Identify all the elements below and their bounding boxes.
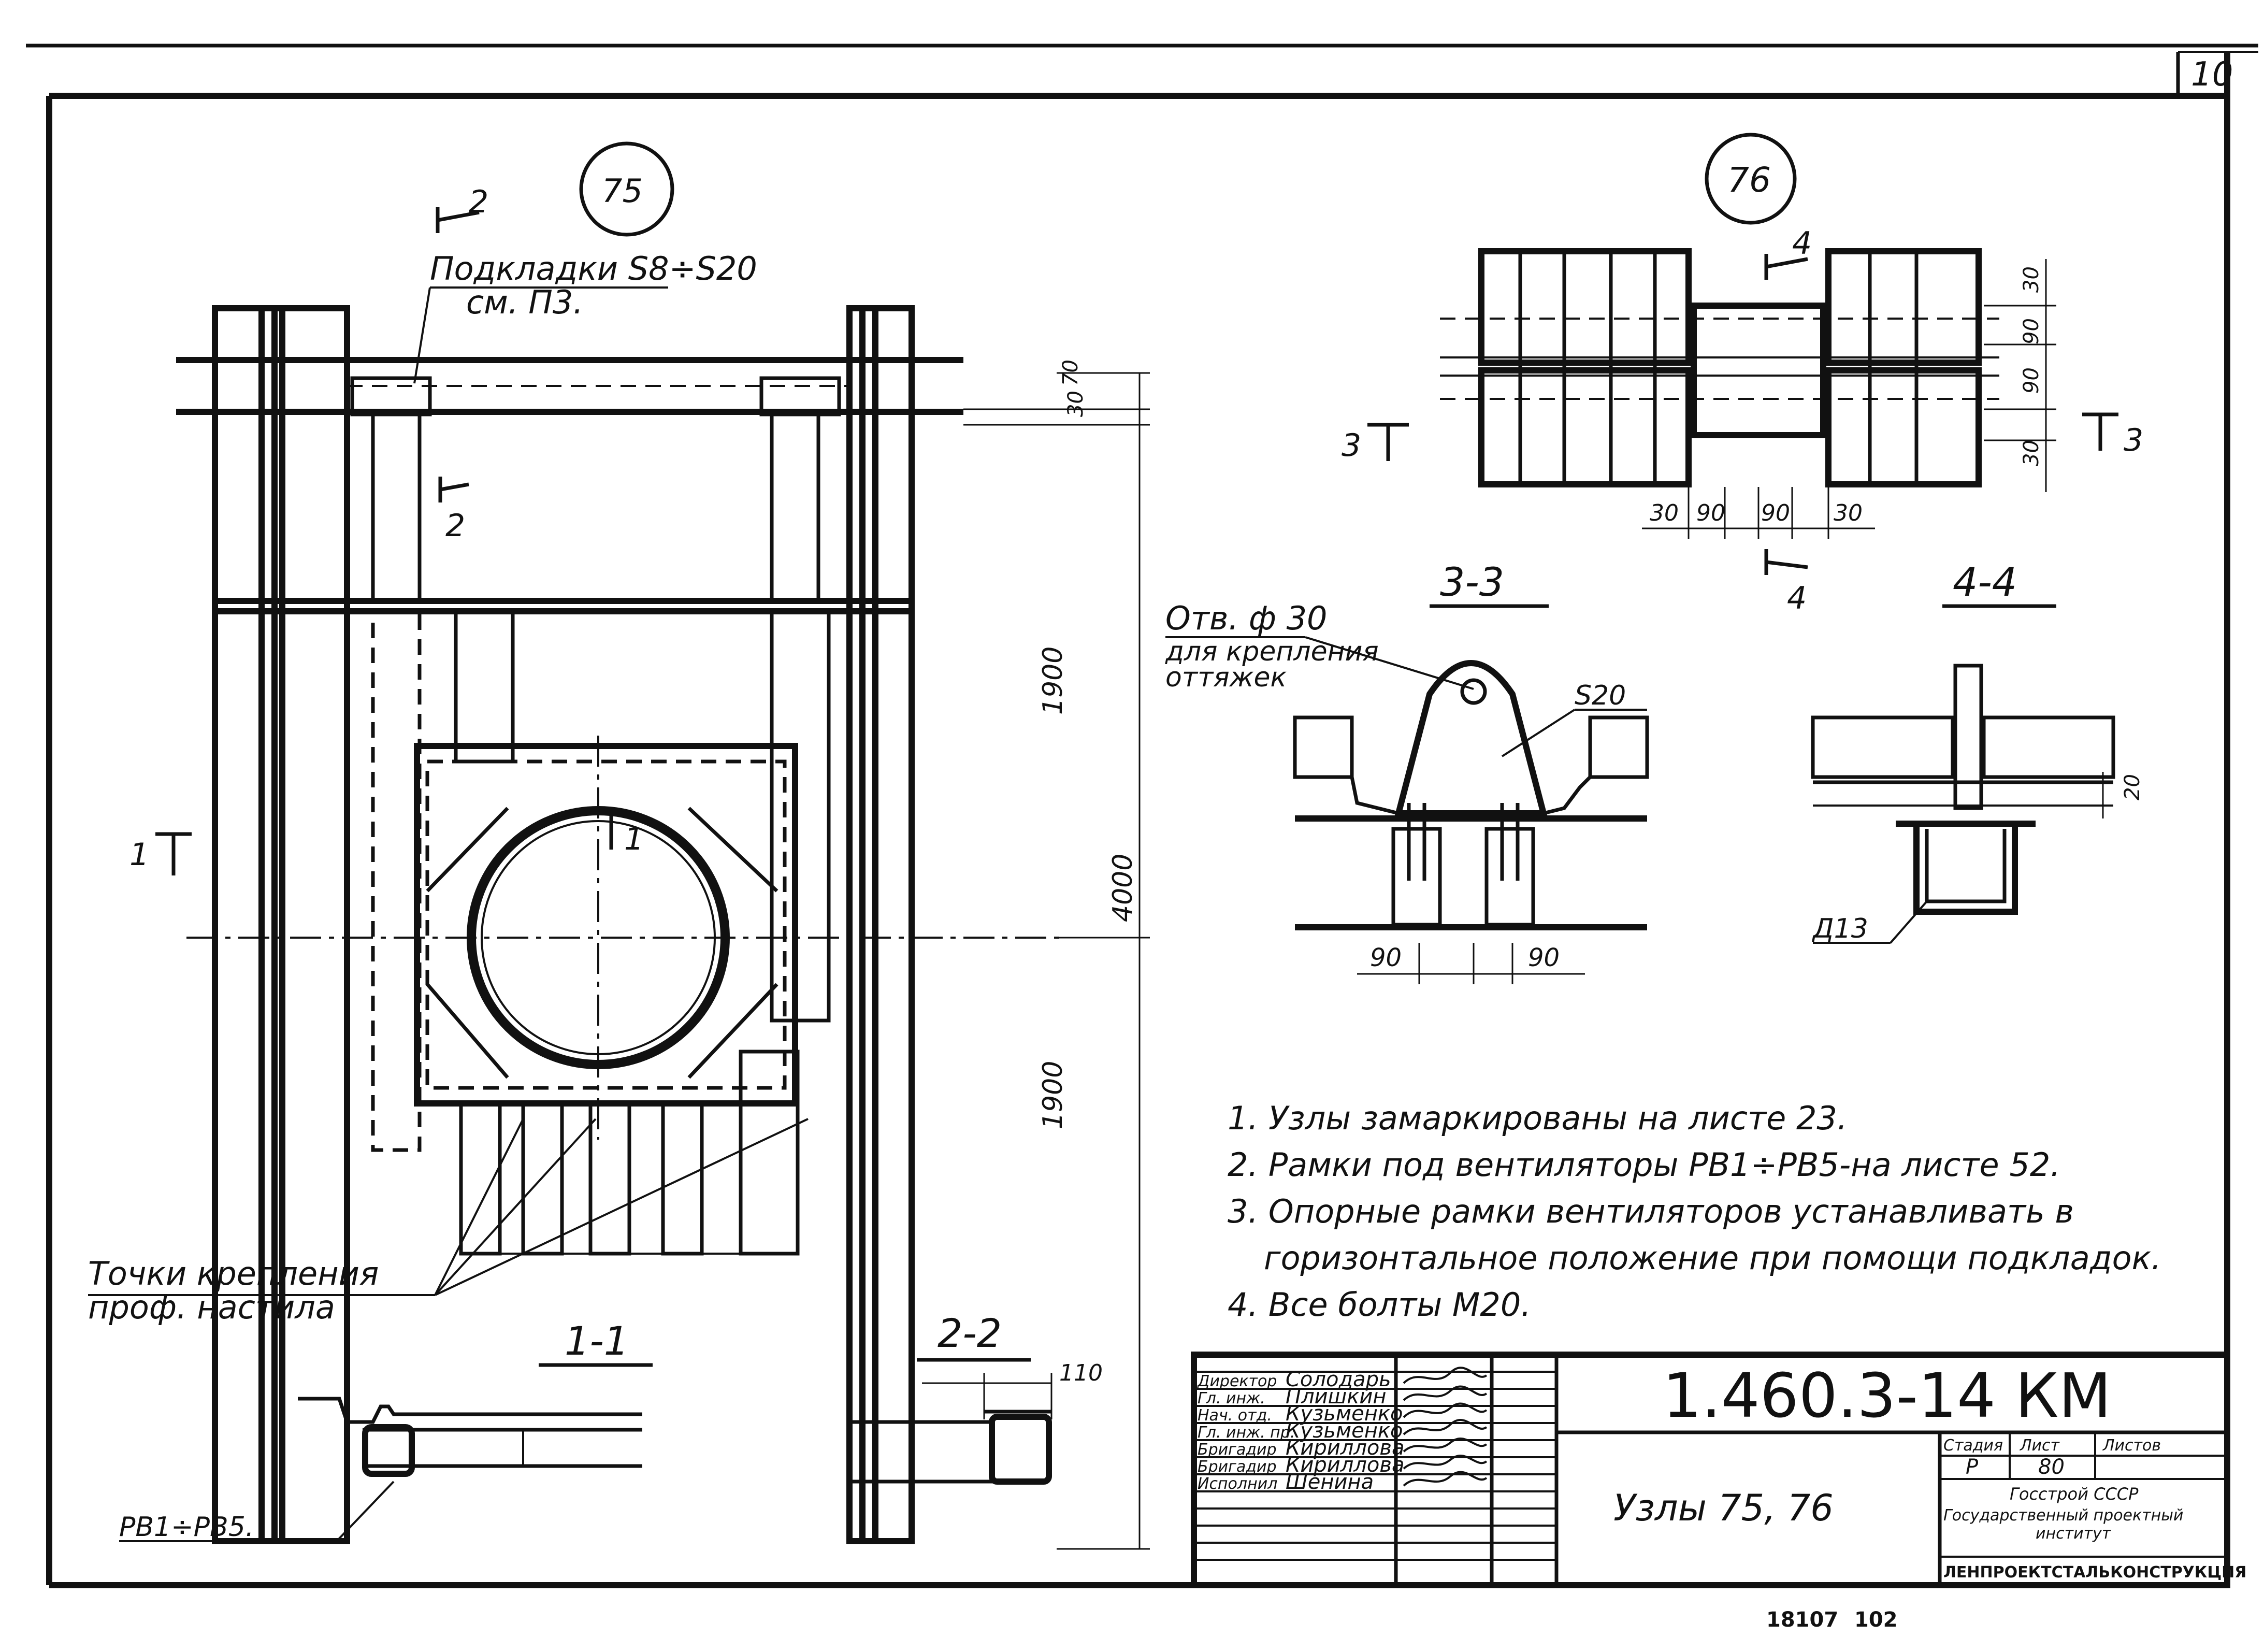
s44-dim-20: 20 — [2121, 774, 2144, 800]
note-3-continued: горизонтальное положение при помощи подк… — [1264, 1239, 2161, 1277]
corner-sheet-number: 10 — [2191, 55, 2233, 94]
plate-s20: S20 — [1575, 680, 1626, 711]
s22-dim-110: 110 — [1059, 1360, 1103, 1386]
fastening-leader-text-1: Точки крепления — [88, 1255, 379, 1292]
org-line-2: Государственный проектный — [1943, 1506, 2183, 1525]
tb-role-5: Бригадир — [1198, 1458, 1277, 1476]
section-mark-1-inner: 1 — [601, 811, 644, 857]
s33-dim-left: 90 — [1370, 943, 1402, 972]
section-mark-1-inner-label: 1 — [624, 821, 644, 857]
node-76-bubble — [1705, 133, 1797, 225]
hole-leader-3: оттяжек — [1165, 662, 1287, 693]
dim-1900-lower: 1900 — [1037, 1061, 1069, 1129]
tb-name-4: Кириллова — [1286, 1436, 1404, 1460]
node-75: 75 2 Подкладки S8÷S20 см. П3. — [88, 141, 1150, 1550]
section-mark-2-top-label: 2 — [469, 184, 488, 220]
dim-30: 30 — [1064, 391, 1088, 417]
sheet-frame — [26, 44, 2258, 1588]
tb-role-4: Бригадир — [1198, 1441, 1277, 1459]
doc-number: 1.460.3-14 КМ — [1663, 1360, 2111, 1431]
section-mark-3-left-label: 3 — [1342, 427, 1361, 464]
drawing-title: Узлы 75, 76 — [1613, 1487, 1834, 1529]
section-mark-1-left-label: 1 — [129, 837, 149, 873]
dim-1900-upper: 1900 — [1037, 647, 1069, 715]
title-block: Директор Солодарь Гл. инж. Плишкин Нач. … — [1191, 1352, 2246, 1588]
section-mark-3-left: 3 — [1342, 423, 1409, 464]
s33-dim-right: 90 — [1528, 943, 1560, 972]
tb-role-3: Гл. инж. пр. — [1198, 1424, 1295, 1442]
node-76-dims-vertical: 30 90 90 30 — [1984, 259, 2056, 492]
dim-70: 70 — [1059, 360, 1083, 386]
node-76-bubble-label: 76 — [1727, 160, 1771, 200]
note-2: 2. Рамки под вентиляторы РВ1÷РВ5-на лист… — [1228, 1146, 2060, 1184]
section-mark-2-lower: 2 — [438, 477, 469, 544]
section-mark-4-top: 4 — [1764, 225, 1812, 280]
org-line-1: Госстрой СССР — [2010, 1484, 2139, 1504]
section-mark-1-left: 1 — [129, 832, 192, 875]
section-mark-2-top: 2 — [436, 184, 488, 233]
org-line-3: институт — [2036, 1525, 2112, 1543]
dim-v-30-top: 30 — [2020, 266, 2043, 293]
node-76: 76 4 4 3 — [1342, 133, 2143, 616]
note-3: 3. Опорные рамки вентиляторов устанавлив… — [1228, 1193, 2074, 1230]
dim-v-90-a: 90 — [2020, 318, 2043, 344]
dim-4000: 4000 — [1107, 854, 1138, 922]
shim-leader-text: Подкладки S8÷S20 — [430, 250, 757, 288]
tb-name-3: Кузьменко — [1286, 1419, 1403, 1443]
section-mark-4-bottom: 4 — [1764, 549, 1808, 616]
tb-name-5: Кириллова — [1286, 1453, 1404, 1477]
s11-frame-ref: РВ1÷РВ5. — [119, 1512, 254, 1543]
dim-h-90-a: 90 — [1696, 500, 1725, 526]
tb-name-6: Шенина — [1286, 1470, 1374, 1494]
sheet-value: 80 — [2038, 1455, 2065, 1479]
section-mark-2-lower-label: 2 — [445, 508, 465, 544]
dim-h-30-right: 30 — [1834, 500, 1863, 526]
section-1-1-label: 1-1 — [565, 1318, 629, 1364]
tb-role-2: Нач. отд. — [1198, 1406, 1272, 1425]
footer-page: 102 — [1854, 1608, 1898, 1632]
sheets-header: Листов — [2102, 1436, 2161, 1455]
stage-value: Р — [1966, 1455, 1979, 1479]
section-3-3: 3-3 Отв. ф 30 для крепления оттяжек S20 — [1165, 559, 1649, 984]
footer-code: 18107 — [1766, 1608, 1838, 1632]
node-75-dimensions: 70 30 1900 4000 1900 — [963, 360, 1150, 1550]
node-75-bubble-label: 75 — [602, 172, 643, 210]
section-4-4: 4-4 20 Д13 — [1811, 559, 2144, 944]
tb-name-0: Солодарь — [1286, 1368, 1391, 1391]
section-1-1: 1-1 РВ1÷РВ5. — [119, 1318, 653, 1543]
section-mark-4-bottom-label: 4 — [1787, 580, 1807, 616]
tb-role-6: Исполнил — [1198, 1475, 1277, 1493]
dim-v-30-bottom: 30 — [2020, 440, 2043, 466]
section-mark-3-right: 3 — [2082, 412, 2143, 458]
tb-role-0: Директор — [1196, 1372, 1277, 1390]
section-2-2: 2-2 110 — [849, 1310, 1103, 1485]
section-mark-4-top-label: 4 — [1792, 225, 1812, 262]
note-1: 1. Узлы замаркированы на листе 23. — [1228, 1099, 1848, 1137]
shim-ref-text: см. П3. — [466, 283, 583, 321]
note-4: 4. Все болты М20. — [1228, 1286, 1531, 1324]
section-2-2-label: 2-2 — [938, 1310, 1002, 1356]
fastening-leader-text-2: проф. настила — [88, 1288, 335, 1326]
hole-leader-1: Отв. ф 30 — [1165, 599, 1327, 637]
node-76-dims-horizontal: 30 90 90 30 — [1642, 487, 1875, 539]
sheet-header: Лист — [2020, 1436, 2060, 1455]
section-4-4-label: 4-4 — [1953, 559, 2017, 605]
notes: 1. Узлы замаркированы на листе 23. 2. Ра… — [1228, 1099, 2161, 1324]
tb-name-1: Плишкин — [1286, 1385, 1387, 1409]
signatures — [1403, 1367, 1488, 1487]
section-3-3-label: 3-3 — [1440, 559, 1504, 605]
s44-bolt: Д13 — [1812, 913, 1868, 944]
dim-v-90-b: 90 — [2020, 367, 2043, 394]
tb-name-2: Кузьменко — [1286, 1402, 1403, 1426]
stage-header: Стадия — [1943, 1436, 2003, 1455]
org-line-4: ЛЕНПРОЕКТСТАЛЬКОНСТРУКЦИЯ — [1943, 1563, 2246, 1582]
node-75-bubble — [579, 141, 674, 237]
dim-h-30-left: 30 — [1650, 500, 1679, 526]
tb-role-1: Гл. инж. — [1198, 1389, 1265, 1407]
section-mark-3-right-label: 3 — [2124, 422, 2143, 458]
hole-leader-2: для крепления — [1165, 636, 1379, 667]
dim-h-90-b: 90 — [1761, 500, 1790, 526]
